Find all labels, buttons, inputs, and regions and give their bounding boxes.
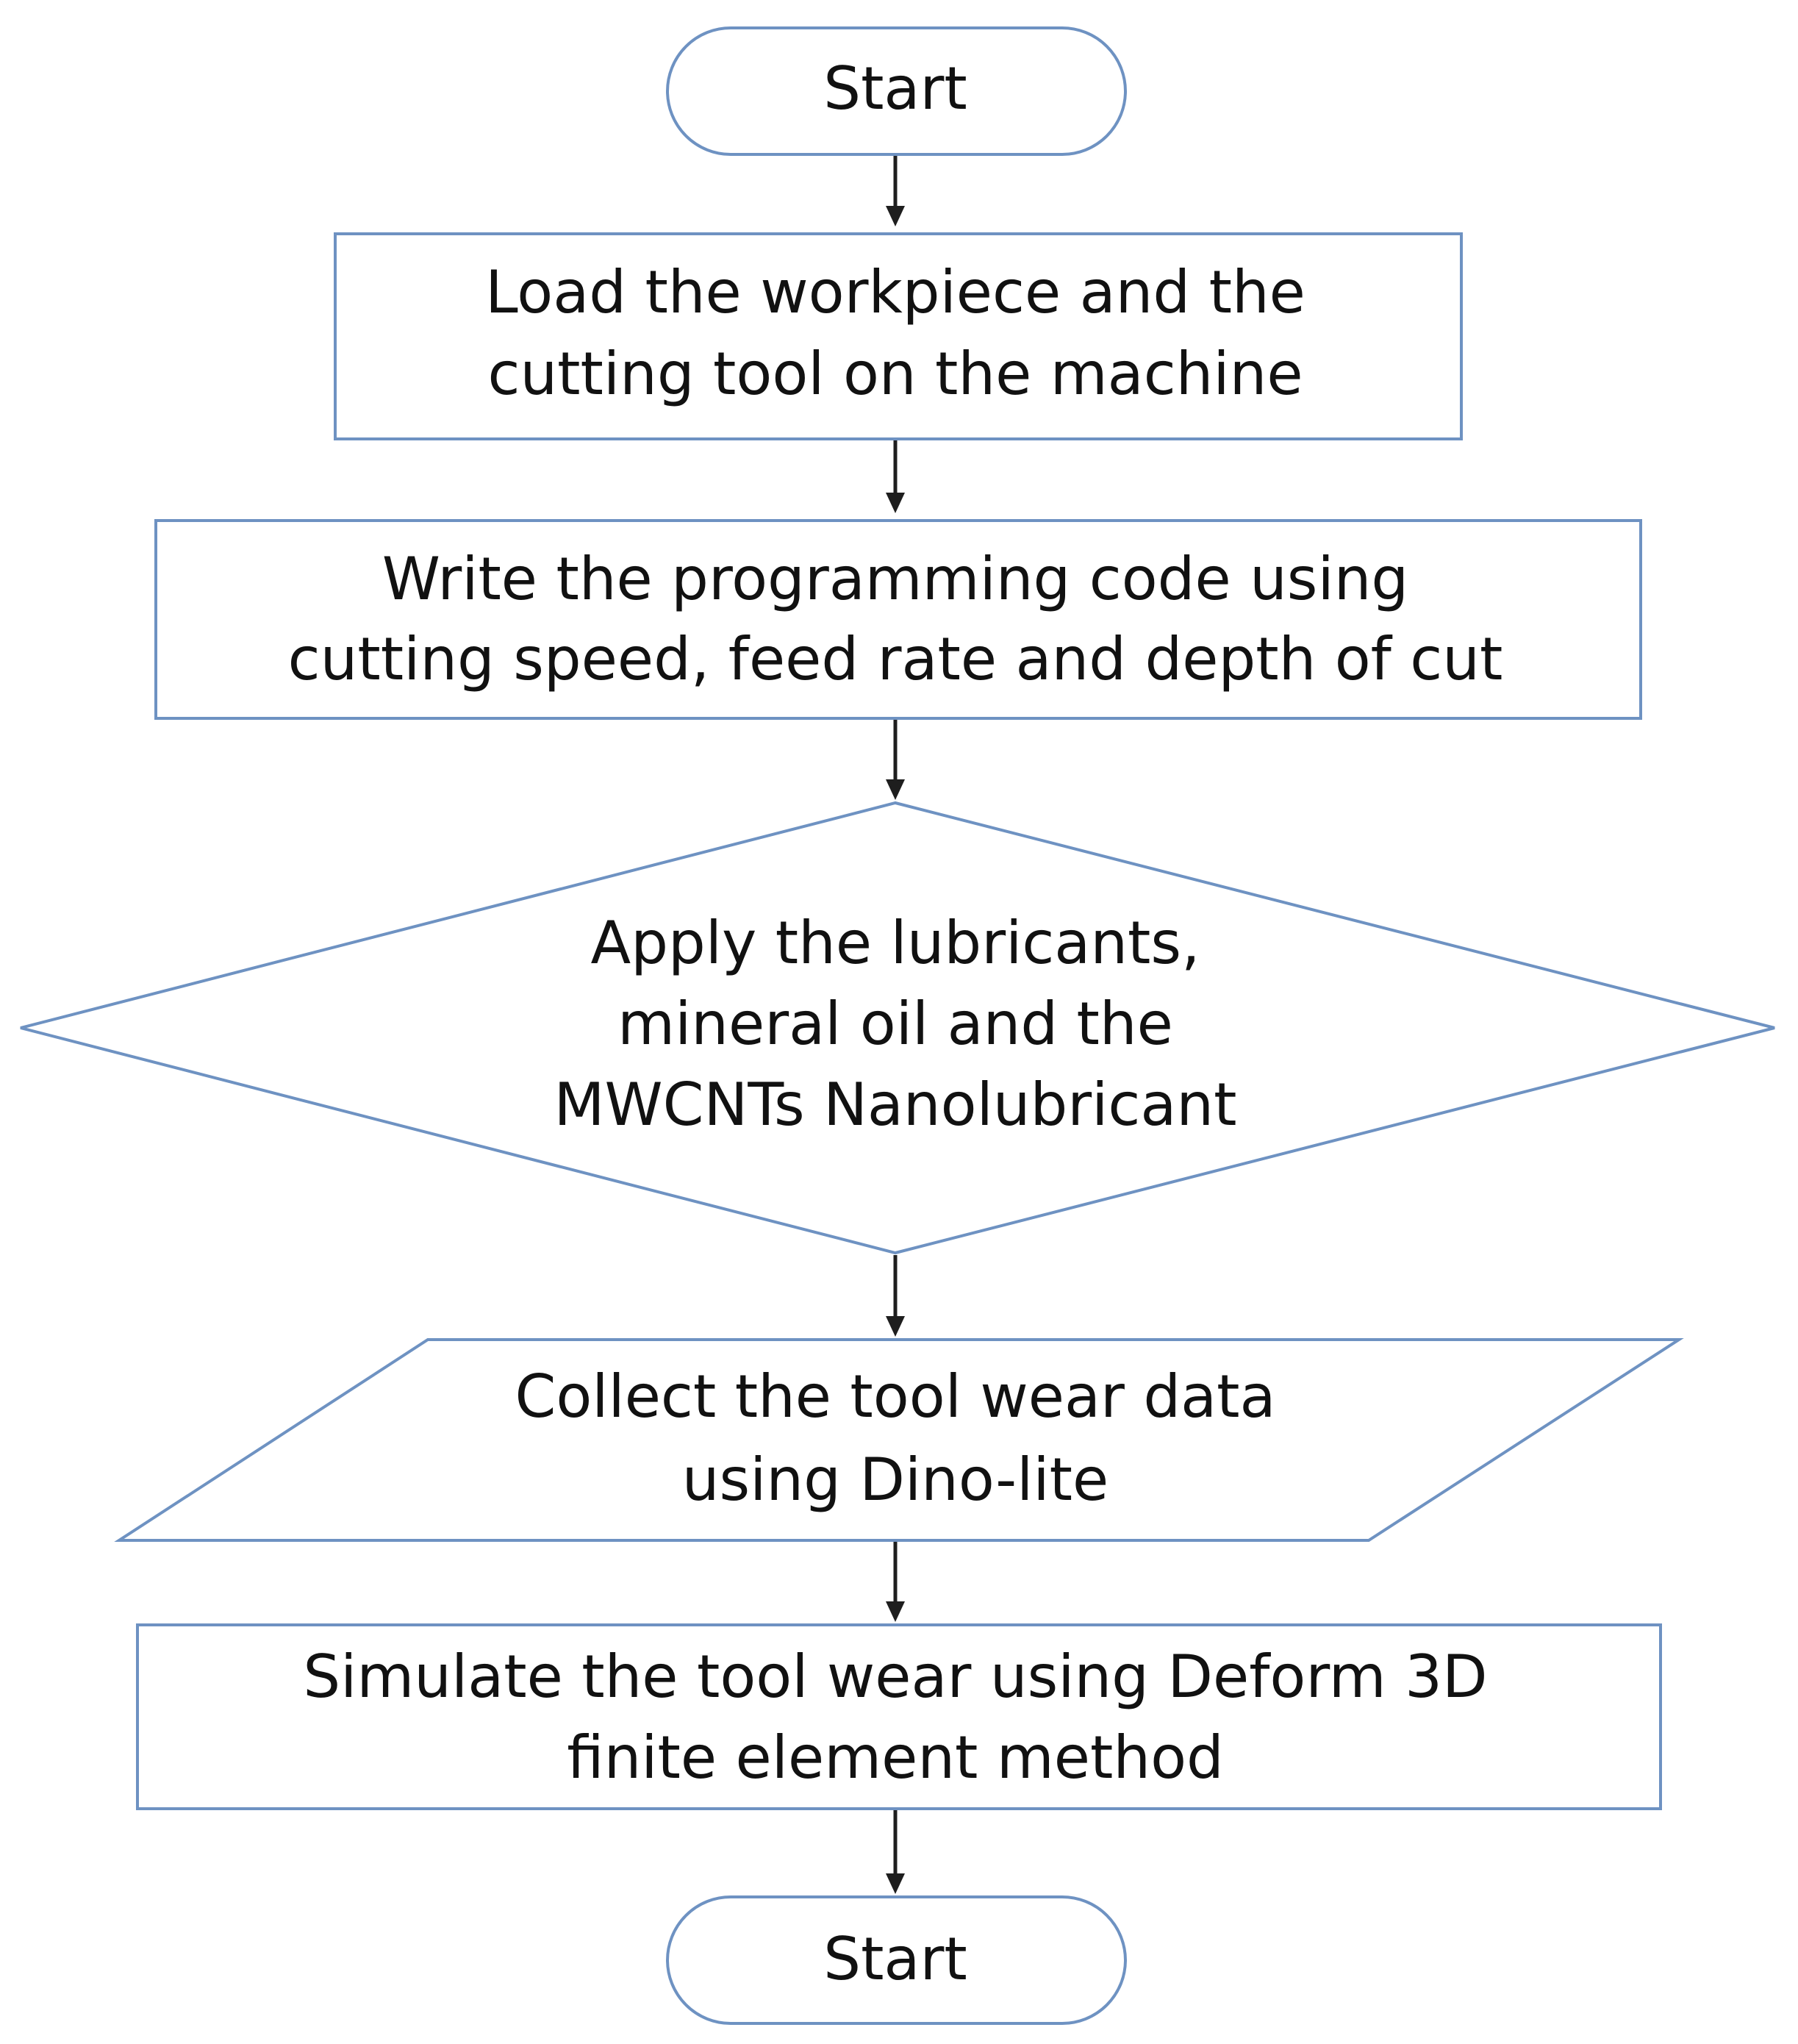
edge-apply-to-collect	[886, 1255, 905, 1337]
end-terminator-shape	[666, 1895, 1127, 2025]
start-terminator-shape	[666, 26, 1127, 156]
start-label: Start	[823, 54, 967, 123]
load-process-box: Load the workpiece and the cutting tool …	[334, 232, 1463, 440]
start-terminator: Start	[666, 26, 1127, 156]
collect-data-shape	[114, 1338, 1684, 1542]
write-label-line-1: Write the programming code using	[382, 545, 1408, 613]
collect-label-line-1: Collect the tool wear data	[515, 1362, 1275, 1431]
write-process-shape	[154, 519, 1642, 720]
end-label: Start	[823, 1925, 967, 1993]
apply-decision-diamond: Apply the lubricants, mineral oil and th…	[20, 801, 1775, 1255]
apply-label-line-2: mineral oil and the	[617, 990, 1173, 1058]
load-label-line-1: Load the workpiece and the	[485, 258, 1305, 326]
simulate-process-shape	[136, 1623, 1662, 1810]
collect-data-parallelogram: Collect the tool wear data using Dino-li…	[114, 1338, 1684, 1542]
load-label-line-2: cutting tool on the machine	[487, 340, 1303, 408]
load-process-shape	[334, 232, 1463, 440]
write-process-box: Write the programming code using cutting…	[154, 519, 1642, 720]
edge-start-to-load	[886, 154, 905, 226]
write-label-line-2: cutting speed, feed rate and depth of cu…	[288, 625, 1503, 693]
apply-label-line-1: Apply the lubricants,	[590, 909, 1200, 977]
simulate-process-box: Simulate the tool wear using Deform 3D f…	[136, 1623, 1662, 1810]
collect-label-line-2: using Dino-lite	[682, 1446, 1108, 1514]
edge-write-to-apply	[886, 718, 905, 800]
edge-simulate-to-end	[886, 1809, 905, 1894]
end-terminator: Start	[666, 1895, 1127, 2025]
simulate-label-line-2: finite element method	[567, 1723, 1224, 1792]
simulate-label-line-1: Simulate the tool wear using Deform 3D	[303, 1643, 1487, 1711]
edge-load-to-write	[886, 439, 905, 513]
connectors	[886, 154, 905, 1894]
apply-decision-shape	[20, 801, 1775, 1255]
edge-collect-to-simulate	[886, 1540, 905, 1622]
apply-label-line-3: MWCNTs Nanolubricant	[554, 1071, 1237, 1139]
